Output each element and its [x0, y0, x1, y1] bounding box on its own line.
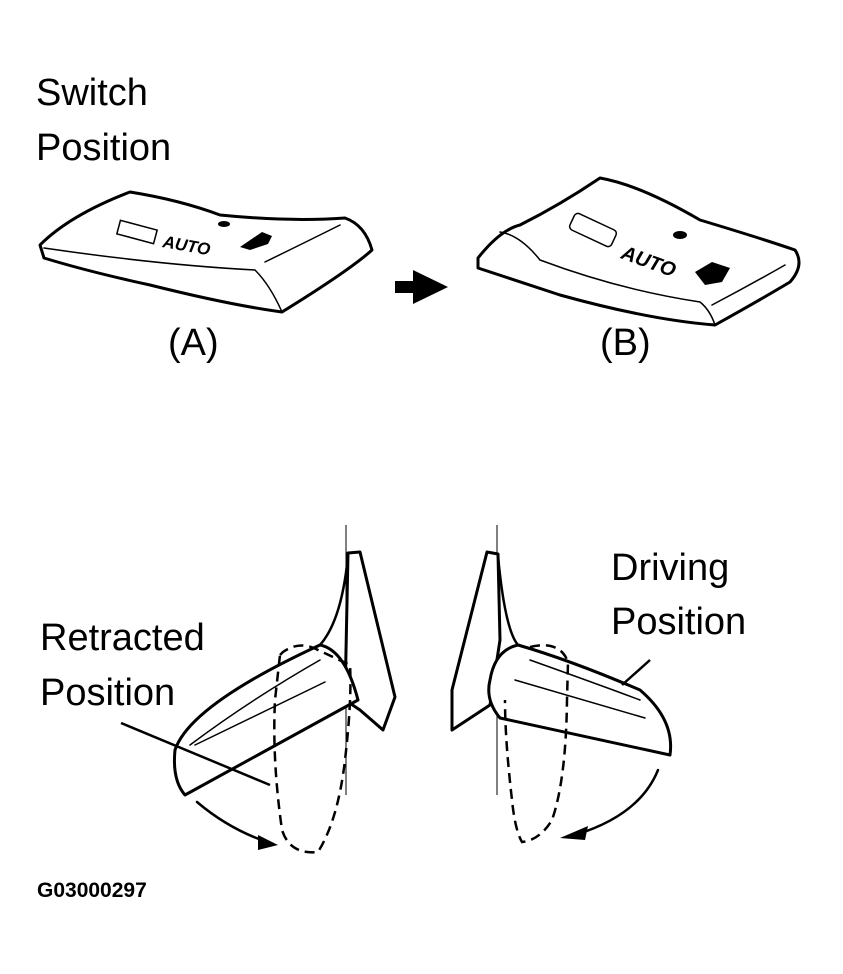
driving-label-line-1: Driving — [611, 547, 729, 589]
title-line-1: Switch — [36, 72, 148, 114]
switch-a-lamp — [115, 219, 159, 245]
switch-a-label: (A) — [168, 322, 219, 364]
switch-b-lamp — [568, 212, 618, 248]
mirror-driving — [450, 525, 673, 844]
driving-label-line-2: Position — [611, 601, 746, 643]
mirror-retracted — [120, 525, 397, 854]
switch-b-label: (B) — [600, 322, 651, 364]
retracted-label-line-2: Position — [40, 672, 175, 714]
switch-a: AUTO — [38, 190, 374, 314]
figure-code: G03000297 — [37, 879, 147, 902]
title-line-2: Position — [36, 127, 171, 169]
arrow-right-icon — [395, 270, 448, 304]
retracted-label-line-1: Retracted — [40, 617, 205, 659]
switch-b: AUTO — [476, 176, 801, 327]
